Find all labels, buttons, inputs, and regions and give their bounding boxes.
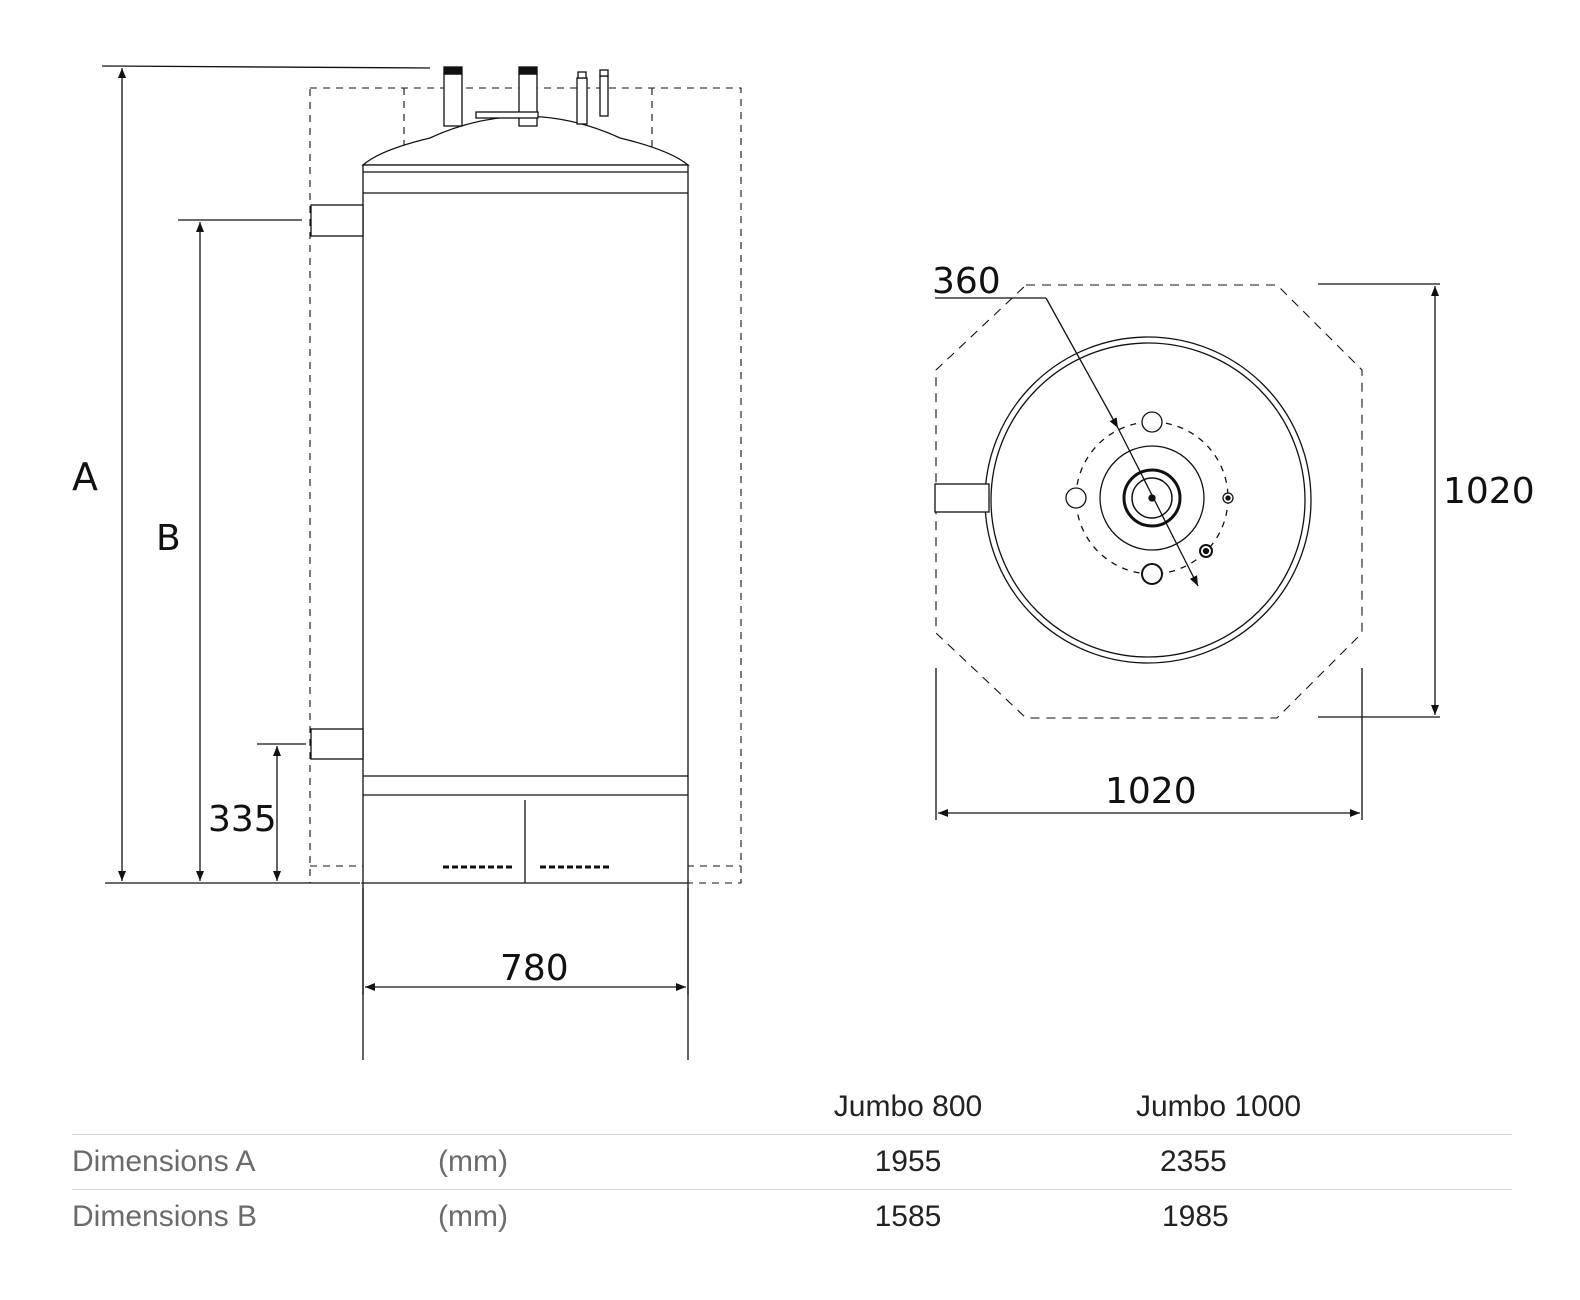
top-view — [934, 283, 1440, 820]
top-clearance-octagon — [935, 284, 1363, 719]
tank-outline-outer — [984, 336, 1312, 664]
technical-drawing: A B 335 780 360 1020 10 — [72, 65, 1535, 1060]
tank-outline-inner — [990, 342, 1306, 658]
dim-label-1020-vertical: 1020 — [1443, 471, 1535, 512]
table-header-row: Jumbo 800 Jumbo 1000 — [72, 1080, 1512, 1135]
top-connections — [443, 66, 609, 127]
row-label: Dimensions B — [72, 1189, 438, 1244]
dim-label-1020-horizontal: 1020 — [1105, 771, 1197, 812]
dim-label-a: A — [72, 455, 98, 499]
value-jumbo-1000: 2355 — [1118, 1134, 1482, 1190]
row-label: Dimensions A — [72, 1134, 438, 1190]
header-jumbo-800: Jumbo 800 — [833, 1090, 983, 1123]
dim-label-360: 360 — [932, 261, 1001, 302]
lower-side-connection — [310, 728, 364, 760]
port-bottom — [1141, 563, 1163, 585]
value-jumbo-1000: 1985 — [1118, 1189, 1482, 1244]
row-unit: (mm) — [438, 1189, 738, 1244]
dim-label-780: 780 — [500, 948, 569, 989]
side-connection-stub — [934, 483, 990, 513]
tank-body — [361, 115, 690, 1060]
header-jumbo-1000: Jumbo 1000 — [1136, 1090, 1302, 1123]
table-row: Dimensions A (mm) 1955 2355 — [72, 1134, 1512, 1190]
port-left — [1065, 487, 1087, 509]
dim-label-b: B — [156, 518, 181, 559]
upper-side-connection — [310, 204, 364, 237]
dimensions-table: Jumbo 800 Jumbo 1000 Dimensions A (mm) 1… — [72, 1080, 1512, 1244]
row-unit: (mm) — [438, 1134, 738, 1190]
dim-label-335: 335 — [208, 799, 277, 840]
table-row: Dimensions B (mm) 1585 1985 — [72, 1189, 1512, 1244]
value-jumbo-800: 1585 — [738, 1189, 1118, 1244]
side-view — [101, 65, 742, 1060]
flange-outer — [1099, 445, 1205, 551]
value-jumbo-800: 1955 — [738, 1134, 1118, 1190]
port-top — [1141, 411, 1163, 433]
